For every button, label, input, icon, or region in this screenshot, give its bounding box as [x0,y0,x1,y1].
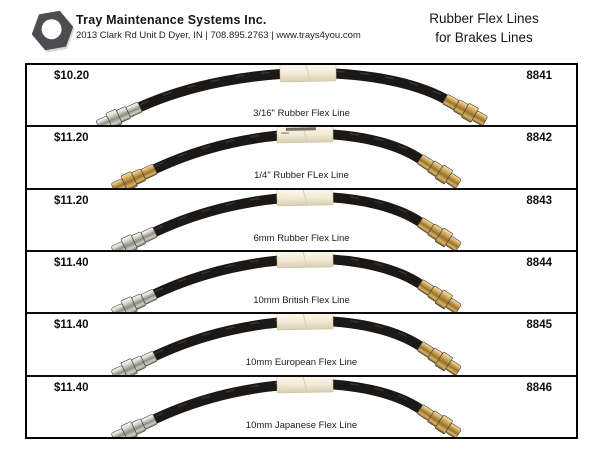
price-label: $11.40 [54,381,89,394]
product-description: 6mm Rubber Flex Line [253,232,350,244]
part-number-label: 8846 [526,381,552,394]
part-number-label: 8842 [526,132,552,145]
header: Tray Maintenance Systems Inc. 2013 Clark… [0,0,600,63]
product-description: 10mm European Flex Line [245,357,358,369]
product-row: $11.40 8846 10mm Japanese Flex Line [27,376,576,437]
product-row: $11.40 8845 10mm European Flex Line [27,314,576,377]
part-number-label: 8843 [526,194,552,207]
part-number-label: 8845 [526,319,552,332]
page-title-line1: Rubber Flex Lines [429,11,539,26]
part-number-label: 8841 [526,70,552,82]
price-label: $11.40 [54,319,89,332]
product-description: 3/16" Rubber Flex Line [253,108,350,119]
page-title-line2: for Brakes Lines [435,30,533,45]
part-number-label: 8844 [526,256,552,269]
price-label: $11.40 [54,256,89,269]
product-description: 1/4" Rubber FLex Line [254,170,349,182]
price-label: $11.20 [54,132,89,145]
company-address: 2013 Clark Rd Unit D Dyer, IN | 708.895.… [76,30,361,41]
product-row: $11.20 8843 6mm Rubber Flex Line [27,189,576,252]
product-row: $10.20 8841 3/16" Rubber Flex Line [27,65,576,128]
company-name: Tray Maintenance Systems Inc. [76,13,267,27]
page-title: Rubber Flex Lines for Brakes Lines [388,9,580,47]
product-description: 10mm Japanese Flex Line [245,419,358,431]
company-block: Tray Maintenance Systems Inc. 2013 Clark… [76,13,361,41]
price-label: $10.20 [54,70,90,82]
hex-nut-icon [31,10,75,52]
product-row: $11.20 8842 1/4" Rubber FLex Line [27,127,576,190]
product-row: $11.40 8844 10mm British Flex Line [27,251,576,315]
product-table: $10.20 8841 3/16" Rubber Flex Line $11.2… [25,63,578,439]
price-label: $11.20 [54,194,89,207]
product-description: 10mm British Flex Line [253,294,350,306]
